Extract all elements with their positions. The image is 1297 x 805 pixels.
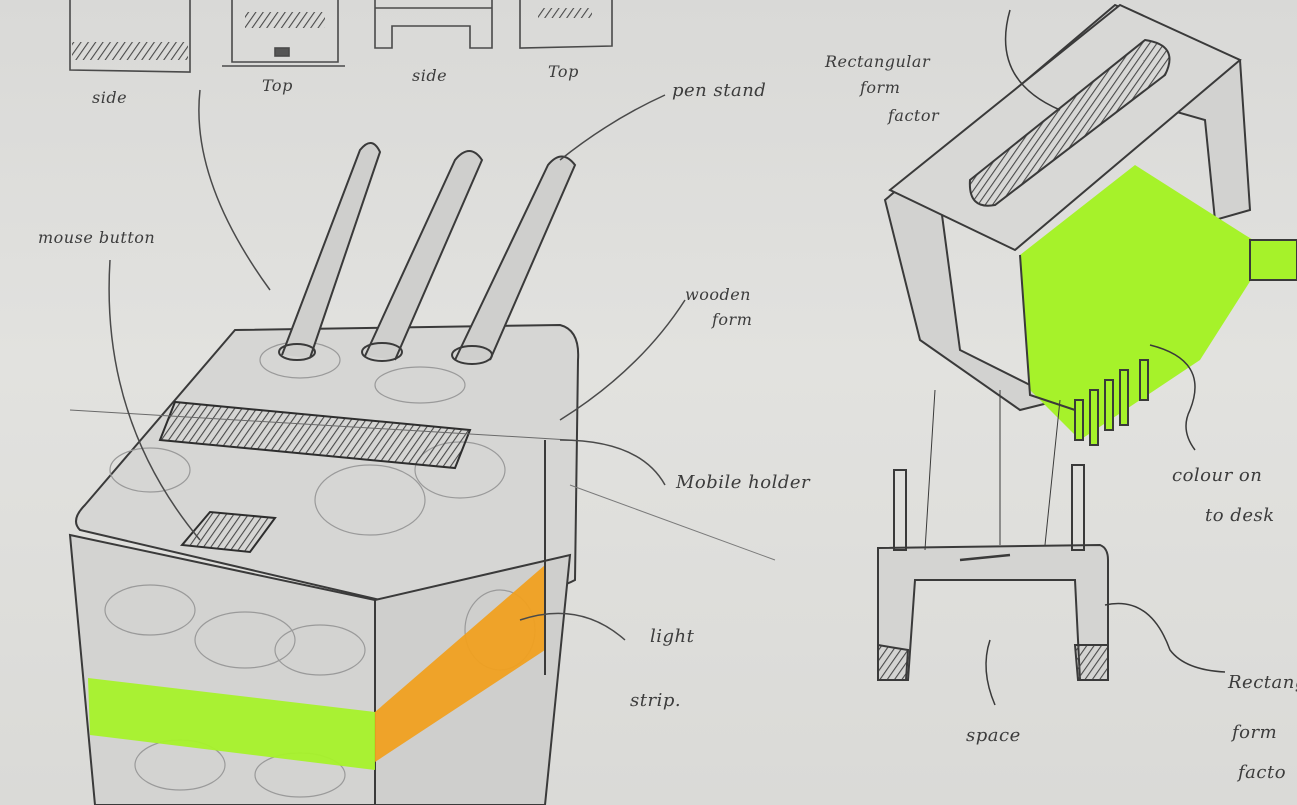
thumbnail-top-1 [222, 0, 345, 66]
label-space: space [966, 725, 1021, 746]
label-light: light [650, 626, 694, 647]
label-mouse-button: mouse button [38, 228, 155, 247]
label-rect-form: form [860, 78, 900, 97]
label-wooden: wooden [685, 285, 751, 304]
label-side-1: side [92, 88, 127, 107]
label-facto: facto [1238, 762, 1286, 783]
label-colour-on: colour on [1172, 465, 1262, 486]
label-top-2: Top [548, 62, 579, 81]
label-rect-factor: factor [888, 106, 939, 125]
label-top-1: Top [262, 76, 293, 95]
label-form: form [712, 310, 752, 329]
label-side-2: side [412, 66, 447, 85]
label-rectangular: Rectangular [825, 52, 930, 71]
thumbnail-top-2 [520, 0, 612, 48]
thumbnail-side-2 [375, 0, 492, 48]
label-mobile-holder: Mobile holder [676, 472, 810, 493]
thumbnail-side-1 [70, 0, 190, 72]
label-to-desk: to desk [1205, 505, 1275, 526]
label-pen-stand: pen stand [672, 80, 766, 101]
label-strip: strip. [630, 690, 681, 711]
label-rectang: Rectang [1228, 672, 1297, 693]
label-form-2: form [1232, 722, 1277, 743]
pen-holder-sketch [885, 5, 1297, 445]
